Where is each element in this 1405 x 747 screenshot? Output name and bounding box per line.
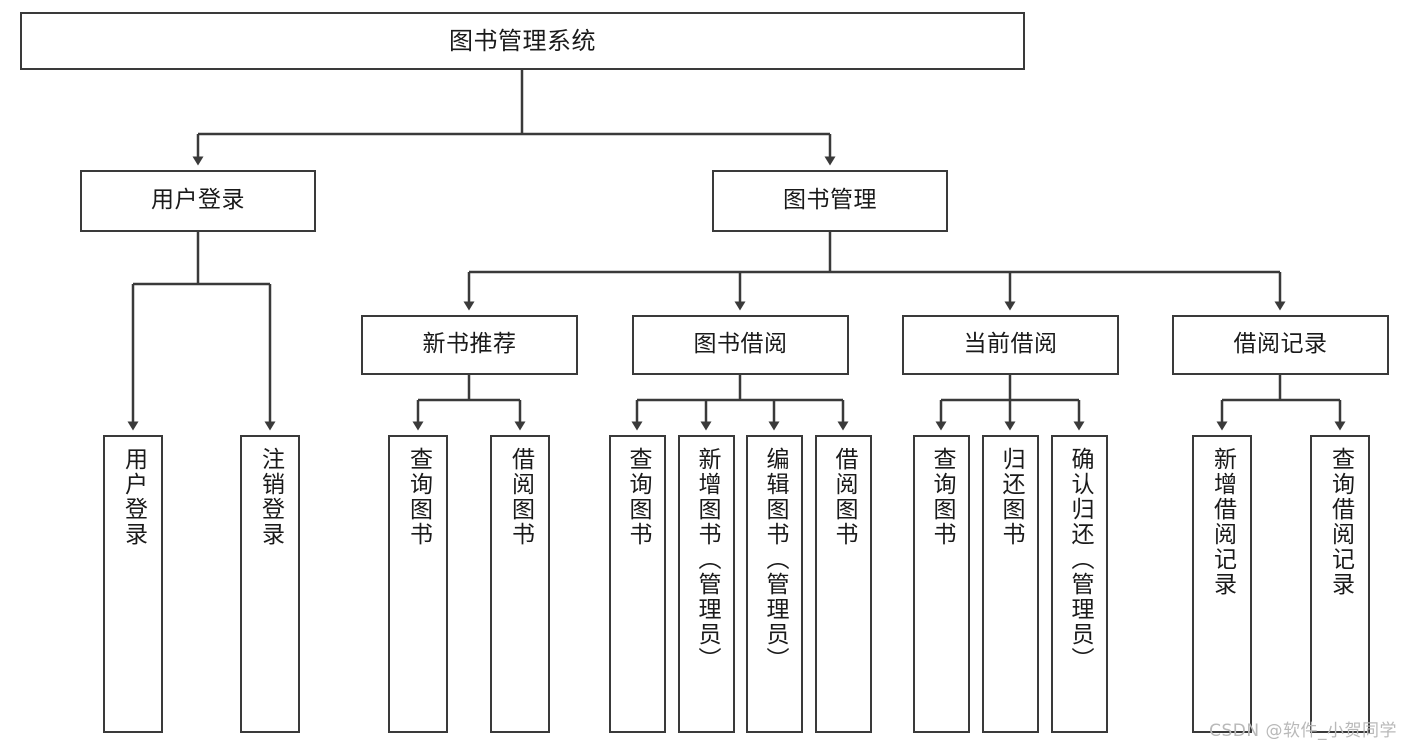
node-label: 借阅图书	[831, 447, 857, 547]
node-label: 新增借阅记录	[1209, 447, 1236, 597]
node-label: 查询图书	[929, 447, 955, 547]
node-new-book-recommend[interactable]: 新书推荐	[361, 315, 578, 375]
node-root-book-management-system[interactable]: 图书管理系统	[20, 12, 1025, 70]
node-label: 借阅记录	[1233, 331, 1328, 358]
node-label: 归还图书	[998, 447, 1024, 547]
node-label: 图书管理	[783, 187, 877, 214]
node-label: 用户登录	[120, 447, 147, 547]
node-label: 查询借阅记录	[1327, 447, 1354, 597]
node-label: 新书推荐	[422, 331, 517, 358]
node-leaf-query-borrow-record[interactable]: 查询借阅记录	[1310, 435, 1370, 733]
node-current-borrow[interactable]: 当前借阅	[902, 315, 1119, 375]
node-leaf-query-book-recommend[interactable]: 查询图书	[388, 435, 448, 733]
node-label: 借阅图书	[507, 447, 534, 547]
csdn-watermark: CSDN @软件_小贺同学	[1209, 721, 1397, 741]
node-borrow-record[interactable]: 借阅记录	[1172, 315, 1389, 375]
node-leaf-borrow-book-recommend[interactable]: 借阅图书	[490, 435, 550, 733]
node-label: 查询图书	[405, 447, 432, 547]
node-leaf-logout[interactable]: 注销登录	[240, 435, 300, 733]
node-leaf-edit-book-admin[interactable]: 编辑图书（管理员）	[746, 435, 803, 733]
node-leaf-query-book-current[interactable]: 查询图书	[913, 435, 970, 733]
node-leaf-user-login[interactable]: 用户登录	[103, 435, 163, 733]
node-label: 注销登录	[257, 447, 284, 547]
node-label: 用户登录	[151, 187, 245, 214]
node-label: 编辑图书（管理员）	[762, 447, 788, 672]
node-leaf-confirm-return-admin[interactable]: 确认归还（管理员）	[1051, 435, 1108, 733]
node-label: 查询图书	[625, 447, 651, 547]
node-label: 确认归还（管理员）	[1067, 447, 1093, 672]
node-leaf-return-book[interactable]: 归还图书	[982, 435, 1039, 733]
node-label: 图书管理系统	[449, 26, 596, 55]
node-label: 图书借阅	[693, 331, 788, 358]
node-leaf-borrow-book[interactable]: 借阅图书	[815, 435, 872, 733]
node-book-borrow[interactable]: 图书借阅	[632, 315, 849, 375]
node-leaf-add-borrow-record[interactable]: 新增借阅记录	[1192, 435, 1252, 733]
node-leaf-add-book-admin[interactable]: 新增图书（管理员）	[678, 435, 735, 733]
node-user-login[interactable]: 用户登录	[80, 170, 316, 232]
node-label: 新增图书（管理员）	[694, 447, 720, 672]
node-book-management[interactable]: 图书管理	[712, 170, 948, 232]
node-label: 当前借阅	[963, 331, 1058, 358]
node-leaf-query-book-borrow[interactable]: 查询图书	[609, 435, 666, 733]
